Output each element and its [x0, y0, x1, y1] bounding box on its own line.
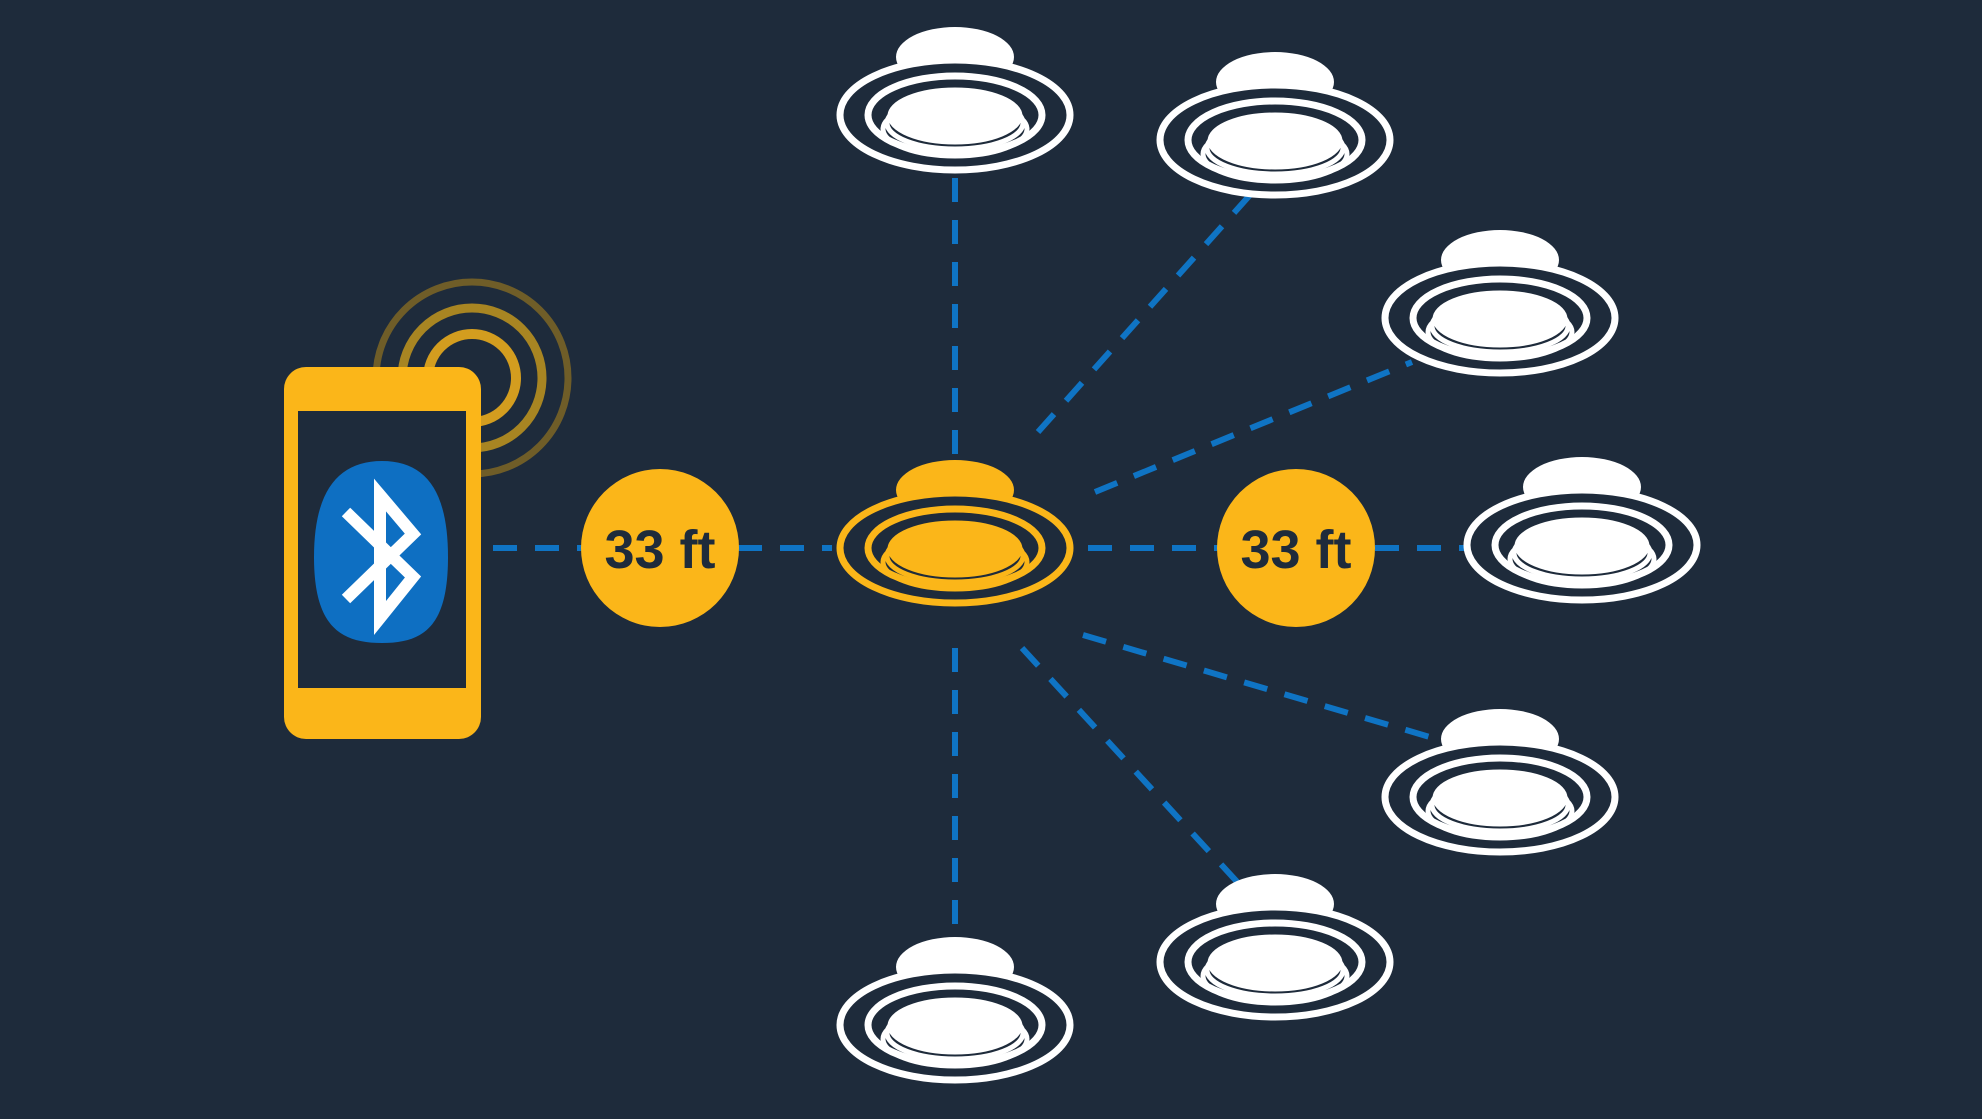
- light-lens: [1514, 517, 1650, 575]
- hub-light: [836, 460, 1074, 607]
- light-lens: [887, 997, 1023, 1055]
- light-lens: [887, 87, 1023, 145]
- light-lens: [1432, 290, 1568, 348]
- phone: [284, 367, 481, 739]
- bluetooth-rune: [341, 478, 422, 636]
- light-lens: [1207, 112, 1343, 170]
- mesh-light-bottom-right-near: [1156, 874, 1394, 1021]
- light-lens: [1432, 769, 1568, 827]
- link-hub-to-lower-right: [1082, 632, 1441, 743]
- distance-badge-right: [1217, 469, 1375, 627]
- link-hub-to-upper-right: [1093, 359, 1414, 495]
- link-hub-to-top-right-near: [1035, 192, 1253, 435]
- distance-label-left-group: 33 ft: [581, 469, 739, 627]
- mesh-light-top-right-near: [1156, 52, 1394, 199]
- distance-label-right: 33 ft: [1240, 520, 1351, 580]
- light-lens: [1207, 934, 1343, 992]
- connection-lines: [493, 178, 1465, 938]
- mesh-light-bottom: [836, 937, 1074, 1084]
- bluetooth-icon: [314, 461, 448, 643]
- link-hub-to-bottom-right-near: [1019, 645, 1243, 888]
- mesh-light-lower-right: [1381, 709, 1619, 856]
- lights-layer: [836, 27, 1701, 1084]
- mesh-light-top: [836, 27, 1074, 174]
- mesh-light-right: [1463, 457, 1701, 604]
- mesh-light-upper-right: [1381, 230, 1619, 377]
- distance-badge-left: [581, 469, 739, 627]
- light-lens: [887, 520, 1023, 578]
- distance-label-left: 33 ft: [604, 520, 715, 580]
- distance-label-right-group: 33 ft: [1217, 469, 1375, 627]
